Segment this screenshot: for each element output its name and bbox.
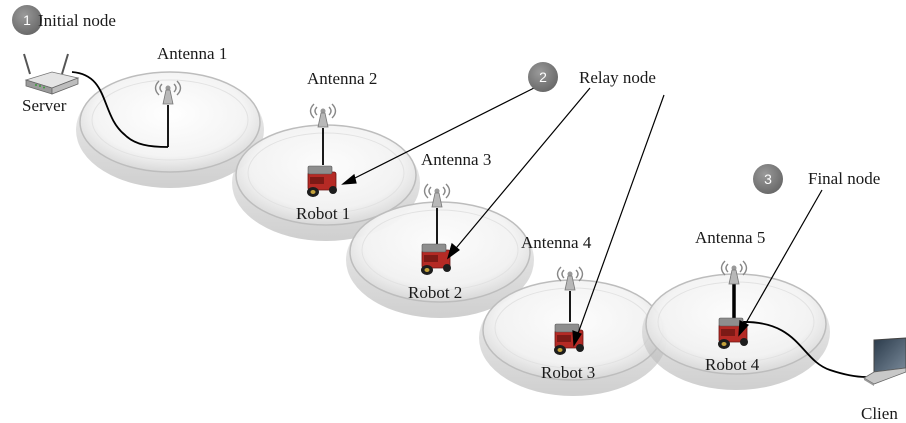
robot-label: Robot 4 — [705, 355, 760, 374]
badge-number: 2 — [539, 69, 547, 85]
coverage-cell-1 — [76, 71, 264, 188]
node-badge-3: 3 — [753, 164, 783, 194]
laptop-icon — [863, 337, 906, 386]
antenna-icon — [309, 103, 337, 128]
antenna-label: Antenna 3 — [421, 150, 491, 169]
badge-number: 1 — [23, 12, 31, 28]
node-badge-1: 1 — [12, 5, 42, 35]
antenna-label: Antenna 4 — [521, 233, 592, 252]
diagram-labels: Initial node Relay node Final node Serve… — [22, 11, 898, 423]
server-cable — [71, 71, 169, 148]
antenna-label: Antenna 1 — [157, 44, 227, 63]
antenna-label: Antenna 5 — [695, 228, 765, 247]
server-label: Server — [22, 96, 67, 115]
initial-node-label: Initial node — [38, 11, 116, 30]
antenna-label: Antenna 2 — [307, 69, 377, 88]
robot-label: Robot 1 — [296, 204, 350, 223]
badge-number: 3 — [764, 171, 772, 187]
node-badge-2: 2 — [528, 62, 558, 92]
robot-label: Robot 2 — [408, 283, 462, 302]
relay-node-label: Relay node — [579, 68, 656, 87]
robot-label: Robot 3 — [541, 363, 595, 382]
wireless-router-icon — [23, 53, 80, 95]
client-label: Clien — [861, 404, 898, 423]
client-cable — [739, 321, 867, 378]
final-node-label: Final node — [808, 169, 880, 188]
callout-arrows — [341, 84, 823, 347]
